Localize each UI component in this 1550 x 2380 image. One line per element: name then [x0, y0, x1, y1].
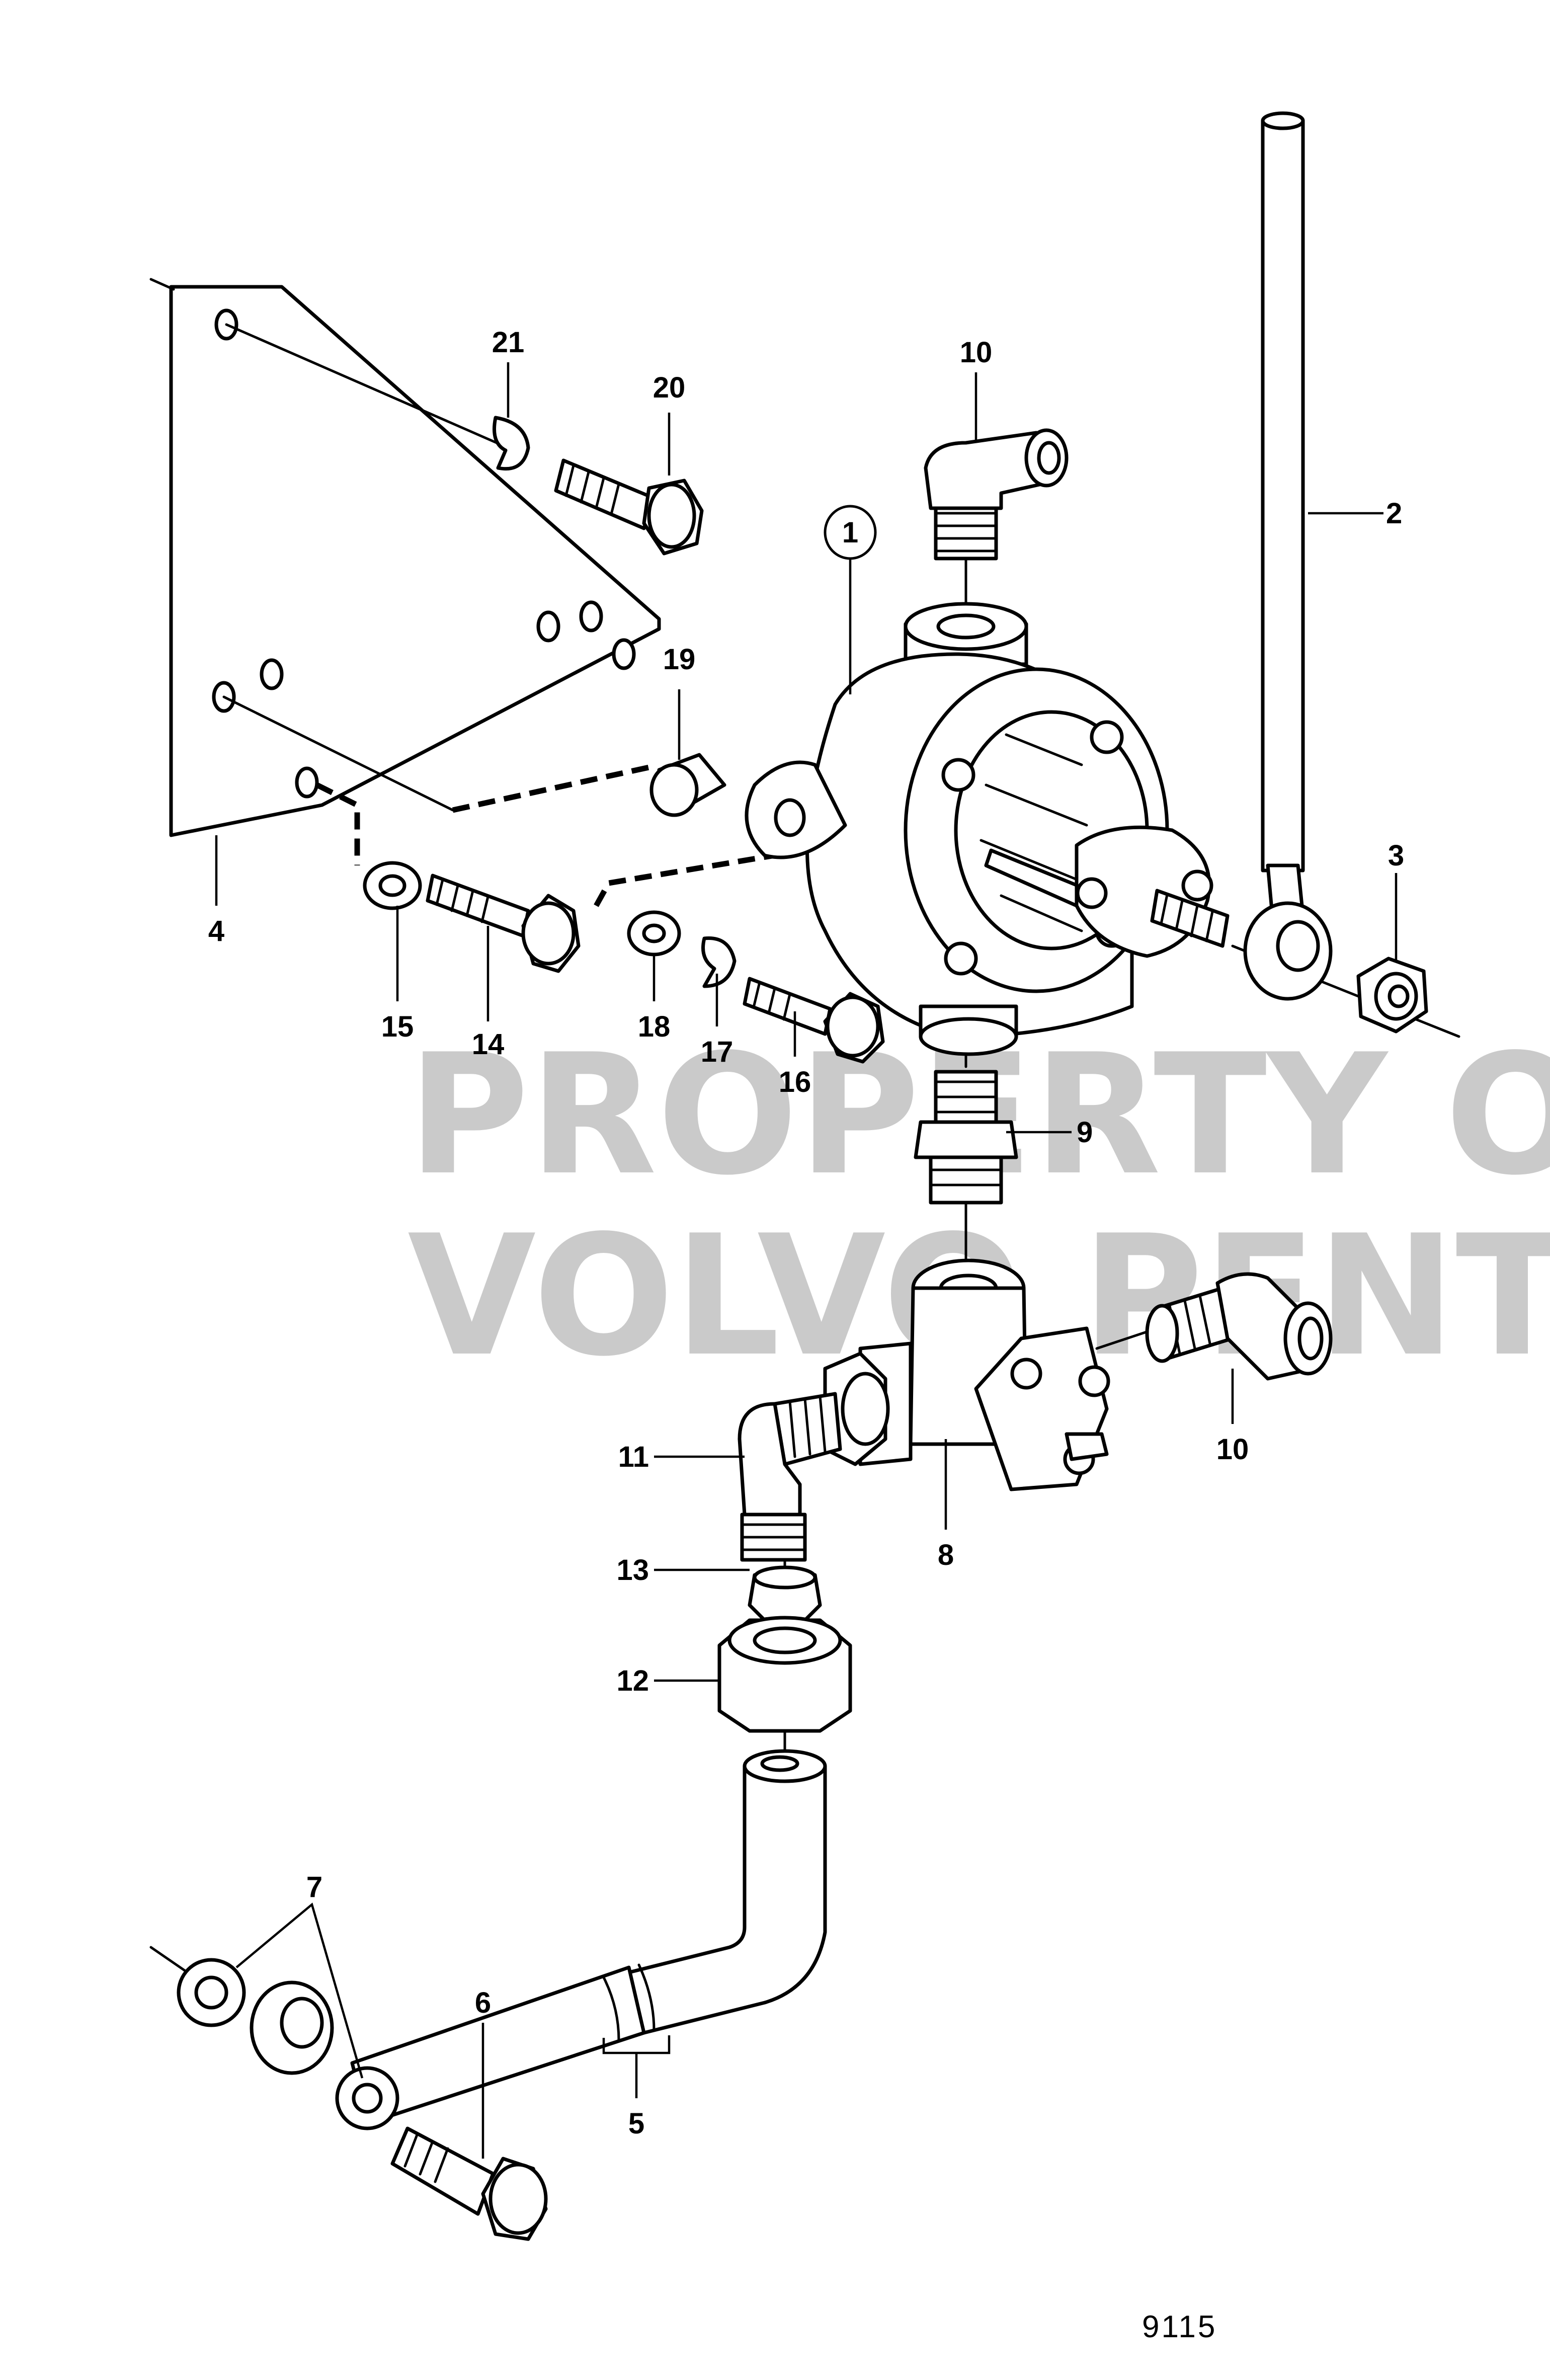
nipple-9	[914, 1070, 1018, 1205]
callout-13: 13	[616, 1554, 649, 1586]
pump-body-1	[745, 602, 1230, 1056]
lock-washer-17	[701, 936, 737, 988]
washer-15	[363, 861, 422, 910]
bolt-14	[426, 874, 581, 973]
callout-12: 12	[616, 1664, 649, 1697]
elbow-fitting-10-top	[924, 428, 1069, 561]
callout-4: 4	[208, 915, 224, 947]
callout-10-top: 10	[960, 336, 993, 369]
callout-10-right: 10	[1216, 1433, 1249, 1466]
elbow-fitting-10-right	[1145, 1272, 1333, 1381]
callout-14: 14	[472, 1028, 505, 1061]
mounting-bracket-4	[149, 278, 661, 837]
washer-18	[627, 910, 681, 957]
banjo-fitting-7	[250, 1980, 334, 2075]
pipe-5	[350, 1749, 827, 2125]
callout-7: 7	[306, 1871, 322, 1903]
lock-washer-21	[493, 416, 530, 471]
spacer-19	[649, 753, 726, 817]
callout-15: 15	[381, 1010, 414, 1043]
callout-11: 11	[618, 1441, 649, 1473]
pump-lever-2	[1243, 111, 1333, 1001]
washer-7-left	[177, 1958, 246, 2027]
banjo-bolt-6	[390, 2126, 548, 2241]
assembly-axis-lines	[149, 323, 1460, 1976]
callout-8: 8	[938, 1539, 954, 1571]
callout-20: 20	[653, 371, 686, 404]
elbow-fitting-11	[738, 1392, 842, 1562]
callout-1: 1	[842, 516, 858, 549]
figure-number: 9115	[1142, 2310, 1217, 2344]
callout-5: 5	[628, 2107, 644, 2140]
callout-16: 16	[779, 1066, 811, 1098]
callout-17: 17	[701, 1036, 733, 1068]
callout-2: 2	[1386, 497, 1402, 530]
callout-6: 6	[475, 1987, 491, 2019]
union-nut-12	[717, 1616, 852, 1733]
callout-18: 18	[638, 1010, 671, 1043]
callout-3: 3	[1388, 839, 1404, 872]
callout-9: 9	[1077, 1116, 1093, 1149]
nut-3	[1356, 957, 1428, 1034]
olive-13	[748, 1565, 822, 1622]
valve-8	[823, 1258, 1110, 1491]
washer-7-right	[335, 2066, 399, 2130]
bolt-20	[554, 458, 704, 556]
leader-lines	[215, 362, 1398, 2159]
callouts: 1 2 3 4 5 6 7 8 9 10 10 11 12 13 14 15 1…	[208, 326, 1404, 2140]
callout-19: 19	[663, 643, 696, 676]
bolt-16	[743, 977, 885, 1064]
callout-21: 21	[492, 326, 525, 359]
